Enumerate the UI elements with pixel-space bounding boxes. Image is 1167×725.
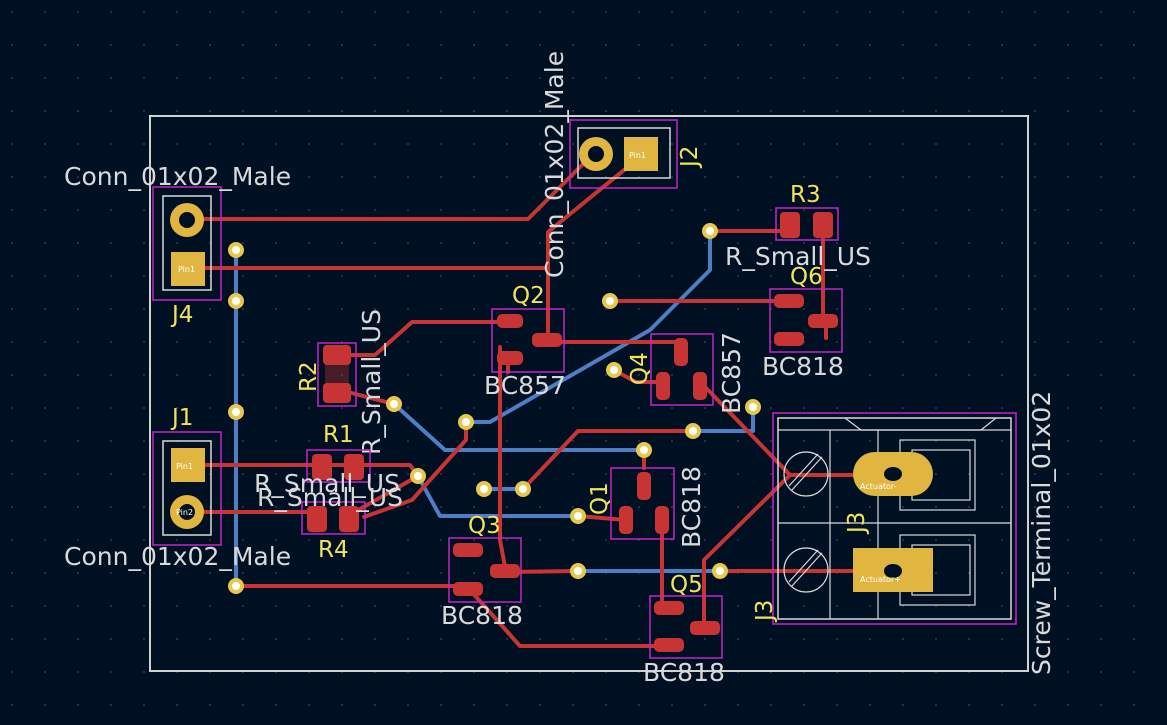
q5-value-label: BC818 xyxy=(643,658,725,687)
via-drill xyxy=(706,227,714,235)
q6-value-label: BC818 xyxy=(762,352,844,381)
q5-ref-label: Q5 xyxy=(670,572,703,598)
via-drill xyxy=(640,446,648,454)
via-drill xyxy=(574,512,582,520)
r2-value-label: R_Small_US xyxy=(357,309,386,455)
via-drill xyxy=(610,366,618,374)
connector-J4[interactable]: Pin1 xyxy=(152,186,222,301)
j4-pad-1-label: Pin1 xyxy=(178,265,195,274)
j4-value-label: Conn_01x02_Male xyxy=(64,162,291,191)
q1-ref-label: Q1 xyxy=(587,482,613,515)
vias xyxy=(228,223,761,594)
r1-ref-label: R1 xyxy=(323,422,354,448)
via-drill xyxy=(689,427,697,435)
board-outline xyxy=(149,115,1029,672)
j2-pad-1[interactable] xyxy=(624,137,658,171)
via-drill xyxy=(519,485,527,493)
j1-pad-2-label: Pin2 xyxy=(176,508,193,517)
via-drill xyxy=(749,403,757,411)
j2-pad-1-label: Pin1 xyxy=(629,151,646,160)
j4-pad-1[interactable] xyxy=(171,252,205,286)
j2-value-label: Conn_01x02_Male xyxy=(540,51,569,278)
j3-back-ref-label: J3 xyxy=(752,600,778,623)
q1-value-label: BC818 xyxy=(677,466,706,548)
j1-pad-1[interactable] xyxy=(171,448,205,482)
q2-value-label: BC857 xyxy=(484,371,566,400)
transistor-Q1[interactable] xyxy=(610,467,675,540)
j3-pad-2-label: Actuator+ xyxy=(860,575,901,584)
q2-ref-label: Q2 xyxy=(512,283,545,309)
via-drill xyxy=(390,400,398,408)
grid-dots xyxy=(11,11,1135,706)
resistor-R4[interactable] xyxy=(301,501,366,535)
via-drill xyxy=(414,472,422,480)
r2-ref-label: R2 xyxy=(296,361,322,392)
r3-value-label: R_Small_US xyxy=(725,242,871,271)
j4-ref-label: J4 xyxy=(170,302,193,328)
r3-ref-label: R3 xyxy=(790,182,821,208)
j2-ref-label: J2 xyxy=(677,146,703,169)
transistor-Q6[interactable] xyxy=(769,288,843,353)
resistor-R1[interactable] xyxy=(306,449,371,483)
via-drill xyxy=(232,582,240,590)
q6-ref-label: Q6 xyxy=(790,264,823,290)
connector-J1[interactable]: Pin1 Pin2 xyxy=(152,431,222,546)
via-drill xyxy=(232,246,240,254)
transistor-Q2[interactable] xyxy=(491,308,565,373)
q3-value-label: BC818 xyxy=(441,601,523,630)
via-drill xyxy=(462,418,470,426)
q3-ref-label: Q3 xyxy=(468,513,501,539)
r4-ref-label: R4 xyxy=(318,537,349,563)
j3-value-label: Screw_Terminal_01x02 xyxy=(1027,391,1056,675)
transistor-Q5[interactable] xyxy=(649,595,723,659)
via-drill xyxy=(606,297,614,305)
via-drill xyxy=(232,408,240,416)
via-drill xyxy=(480,485,488,493)
q4-ref-label: Q4 xyxy=(627,352,653,385)
connector-J2[interactable]: Pin1 xyxy=(569,119,678,189)
j1-pad-1-label: Pin1 xyxy=(176,462,193,471)
via-drill xyxy=(716,567,724,575)
j1-ref-label: J1 xyxy=(170,405,193,431)
resistor-R3[interactable] xyxy=(775,207,839,241)
r4-value-label: R_Small_US xyxy=(257,483,403,512)
connector-J3[interactable]: Actuator- Actuator+ xyxy=(772,412,1017,625)
via-drill xyxy=(232,297,240,305)
j3-pad-1-label: Actuator- xyxy=(860,482,897,491)
q4-value-label: BC857 xyxy=(717,332,746,414)
j3-ref-label: J3 xyxy=(844,512,870,535)
resistor-R2[interactable] xyxy=(317,342,357,407)
j1-value-label: Conn_01x02_Male xyxy=(64,542,291,571)
transistor-Q4[interactable] xyxy=(650,333,714,406)
transistor-Q3[interactable] xyxy=(448,537,522,603)
r1-value-label: R_Small_US xyxy=(254,469,400,498)
via-drill xyxy=(574,567,582,575)
